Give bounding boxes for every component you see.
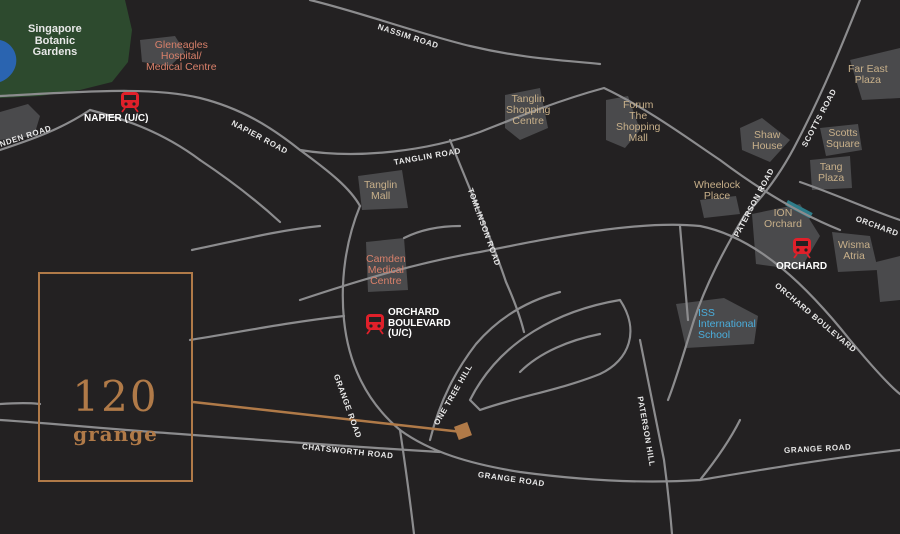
place-label-tanglin-sc: Tanglin Shopping Centre: [506, 93, 551, 128]
road-camden: [0, 108, 92, 152]
mrt-icon-napier: [121, 92, 139, 113]
site-marker: [454, 422, 472, 440]
road-link-9: [88, 108, 202, 162]
station-label-orchard: ORCHARD: [776, 261, 828, 272]
road-onetree: [428, 290, 562, 442]
place-label-scotts-sq: Scotts Square: [826, 127, 860, 151]
road-grange: [341, 204, 900, 483]
place-label-ion: ION Orchard: [764, 207, 802, 231]
place-label-camden-mc: Camden Medical Centre: [366, 253, 406, 288]
building-botanic-edge: [0, 104, 40, 140]
place-label-shaw: Shaw House: [752, 129, 783, 153]
building-forum: [606, 96, 640, 148]
place-label-gleneagles: Gleneagles Hospital/ Medical Centre: [146, 39, 217, 74]
water-body: [0, 40, 17, 82]
place-label-forum: Forum The Shopping Mall: [616, 99, 661, 145]
building-tanglin-mall: [358, 170, 408, 210]
place-label-wisma: Wisma Atria: [838, 239, 871, 263]
place-label-wheelock: Wheelock Place: [694, 179, 741, 203]
road-link-3: [190, 224, 322, 252]
road-link-4: [188, 314, 346, 342]
building-camden: [366, 238, 408, 292]
mrt-icon-orchard: [793, 238, 811, 259]
road-napier: [0, 89, 362, 208]
road-chatsworth: [0, 418, 442, 454]
site-pointer-line: [192, 400, 463, 434]
road-nassim: [308, 0, 602, 66]
road-paterson: [666, 214, 746, 402]
building-fareast: [850, 48, 900, 100]
station-label-napier: NAPIER (U/C): [84, 113, 149, 124]
station-label-orchard-boulevard: ORCHARD BOULEVARD (U/C): [388, 307, 451, 339]
road-link-7: [678, 224, 690, 322]
buildings: [0, 36, 900, 348]
road-loop-inner: [518, 332, 602, 374]
building-shaw: [740, 118, 790, 162]
road-tomlinson: [448, 138, 526, 334]
place-label-tang: Tang Plaza: [818, 161, 845, 185]
road-loop: [468, 298, 632, 412]
road-link-6: [402, 224, 462, 240]
road-paterson-hill: [638, 338, 674, 534]
road-orchard-blvd: [298, 223, 900, 396]
mrt-icon-orchard-boulevard: [366, 314, 384, 335]
building-far-right: [876, 256, 900, 302]
botanic-gardens-park: [0, 0, 132, 98]
road-tanglin: [298, 86, 842, 232]
road-link-8: [198, 158, 282, 224]
place-label-botanic: Singapore Botanic Gardens: [28, 23, 82, 59]
road-link-5: [0, 402, 42, 406]
building-wisma: [832, 232, 878, 272]
road-link-2: [698, 418, 742, 482]
road-orchard-east: [798, 180, 900, 222]
building-wheelock: [700, 196, 740, 218]
building-gleneagles: [140, 36, 185, 66]
logo-word: grange: [73, 422, 158, 446]
project-logo: 120 grange: [38, 272, 193, 482]
building-scotts-sq: [820, 124, 862, 156]
road-link-1: [398, 428, 416, 534]
place-label-iss: ISS International School: [698, 307, 756, 342]
logo-number: 120: [72, 372, 159, 421]
place-label-fareast: Far East Plaza: [848, 63, 888, 87]
building-tang: [810, 156, 852, 190]
road-scotts: [742, 0, 862, 218]
place-label-tanglin-mall: Tanglin Mall: [364, 179, 398, 203]
